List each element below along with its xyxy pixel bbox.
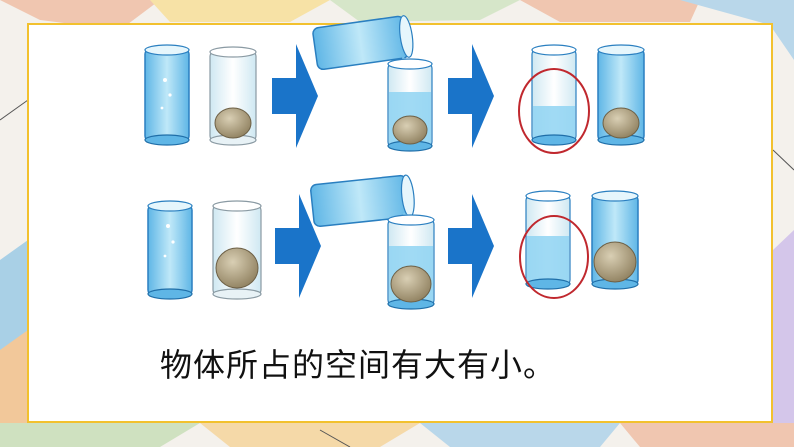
stone-icon	[593, 241, 637, 283]
glass-icon	[144, 44, 190, 146]
glass-icon	[531, 44, 577, 146]
stone-icon	[215, 247, 259, 289]
arrow-right-icon	[272, 44, 318, 148]
stone-icon	[392, 115, 428, 145]
arrow-right-icon	[448, 194, 494, 298]
stone-icon	[602, 107, 640, 139]
caption-text: 物体所占的空间有大有小。	[160, 346, 557, 384]
stone-icon	[390, 265, 432, 303]
arrow-right-icon	[448, 44, 494, 148]
glass-icon	[312, 15, 414, 71]
glass-icon	[525, 190, 571, 290]
highlight-circle-icon	[518, 68, 590, 154]
glass-icon	[147, 200, 193, 300]
stone-icon	[214, 107, 252, 139]
highlight-circle-icon	[519, 215, 589, 299]
arrow-right-icon	[275, 194, 321, 298]
